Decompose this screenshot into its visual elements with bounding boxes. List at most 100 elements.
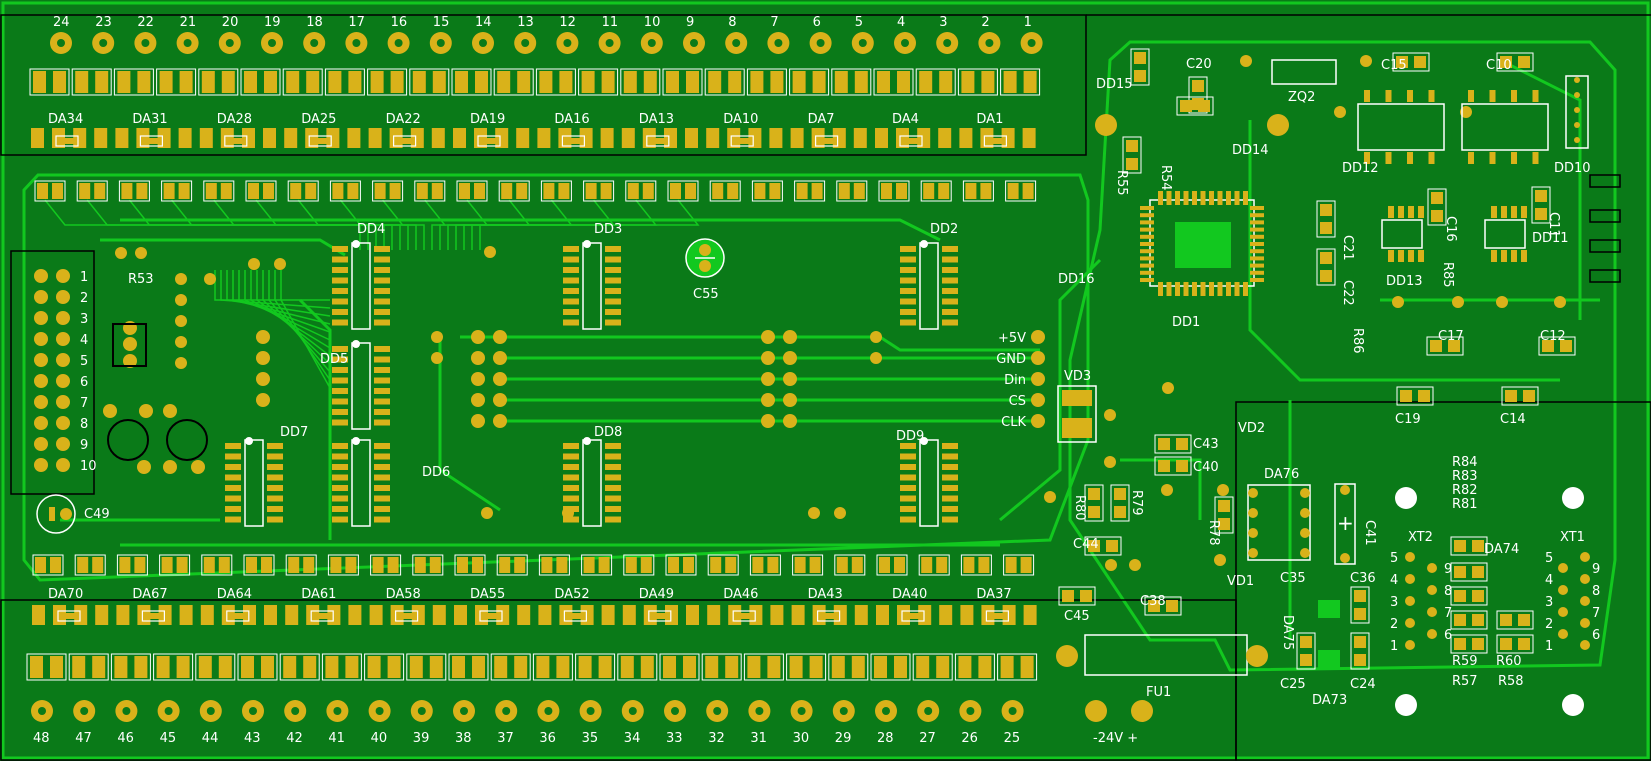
ic-pad xyxy=(1385,90,1392,102)
smd-pad xyxy=(1088,506,1100,518)
smd-pad xyxy=(1106,540,1118,552)
top-da-label: DA4 xyxy=(892,112,919,127)
resistor-outline xyxy=(659,653,700,681)
chip-pad xyxy=(563,277,579,284)
top-pin-number: 20 xyxy=(222,15,239,30)
resistor-pad xyxy=(158,605,172,625)
smd-pad xyxy=(1454,614,1466,626)
resistor-pad xyxy=(303,656,317,678)
resistor-pad xyxy=(663,656,676,678)
mid-resistor-pad xyxy=(263,183,274,199)
pin-hole xyxy=(713,707,722,715)
resistor-pad xyxy=(200,605,214,625)
dip-chips xyxy=(225,240,958,527)
mid-resistor-outline xyxy=(623,554,655,576)
chip-pad xyxy=(374,288,390,294)
mid-resistor-pad xyxy=(879,557,890,573)
ref-label-r80: R80 xyxy=(1072,495,1087,521)
resistor-pad xyxy=(536,656,550,678)
resistor-pad xyxy=(242,128,255,148)
mid-resistor-pad xyxy=(372,557,384,573)
resistor-outline xyxy=(831,68,872,96)
bottom-pin-number: 40 xyxy=(371,731,388,746)
connector-pin-number: 8 xyxy=(80,417,88,432)
chip-pad xyxy=(332,298,348,305)
chip-label: DD4 xyxy=(357,222,385,237)
dd1-pin xyxy=(1140,206,1154,210)
xt2-pin xyxy=(1427,585,1437,595)
smd-pad xyxy=(1300,636,1312,648)
ic-pad xyxy=(1408,250,1414,262)
mid-resistor-outline xyxy=(34,180,66,202)
resistor-outline xyxy=(279,653,320,681)
xt1-pin-number: 9 xyxy=(1592,562,1600,577)
resistor-outline xyxy=(367,68,408,96)
resistor-pad xyxy=(666,71,679,93)
bottom-da-label: DA37 xyxy=(976,587,1011,602)
resistor-pad xyxy=(894,656,907,678)
resistor-outline xyxy=(364,653,405,681)
da-pad xyxy=(230,613,245,619)
ref-label-da74: DA74 xyxy=(1484,542,1519,557)
dip-chip xyxy=(332,240,390,330)
ref-label-c43: C43 xyxy=(1193,437,1219,452)
resistor-pad xyxy=(539,71,553,93)
mid-resistor-pad xyxy=(374,183,386,199)
ic-pad xyxy=(1491,206,1497,218)
mid-resistor-pad xyxy=(853,183,865,199)
resistor-pad xyxy=(74,605,88,625)
smd-pad xyxy=(1454,540,1466,552)
da-package xyxy=(814,135,839,147)
top-da-label: DA10 xyxy=(723,112,758,127)
ref-label-r60: R60 xyxy=(1496,654,1522,669)
resistor-pad xyxy=(53,605,66,625)
mid-resistor-pad xyxy=(429,557,441,573)
smd-outline xyxy=(1350,586,1370,624)
resistor-pad xyxy=(854,605,868,625)
smd-outline xyxy=(1154,456,1192,476)
dd10-pin xyxy=(1574,77,1580,83)
chip-pad xyxy=(332,409,348,415)
chip-pad xyxy=(942,495,958,502)
chip-pad xyxy=(605,309,621,315)
pin-hole xyxy=(436,39,445,47)
smd-pad xyxy=(1126,140,1138,152)
chip-pad xyxy=(332,346,348,352)
ic-pad xyxy=(1418,206,1424,218)
ref-label-c45: C45 xyxy=(1064,609,1090,624)
ic-pad xyxy=(1489,90,1496,102)
smd-outline xyxy=(1154,434,1192,454)
smd-outline xyxy=(1296,632,1316,670)
dd1-pin xyxy=(1158,282,1163,296)
smd-outline xyxy=(1531,186,1551,224)
smd-pad xyxy=(1354,654,1366,666)
top-pin-number: 12 xyxy=(559,15,576,30)
dd1-pin xyxy=(1209,282,1214,296)
resistor-outline xyxy=(578,68,619,96)
mid-resistor-outline xyxy=(76,180,108,202)
chip-pad xyxy=(332,377,348,384)
mid-resistor-outline xyxy=(161,180,193,202)
resistor-pad xyxy=(264,71,277,93)
ic-pad xyxy=(1532,152,1539,164)
resistor-pad xyxy=(578,656,592,678)
chip-pad xyxy=(563,485,579,491)
smd-pad xyxy=(1114,488,1126,500)
chip-pad xyxy=(225,453,241,460)
da-pad xyxy=(821,613,836,619)
resistor-pad xyxy=(917,128,931,148)
resistor-pad xyxy=(559,71,573,93)
bottom-da-label: DA67 xyxy=(132,587,167,602)
resistor-pad xyxy=(769,128,783,148)
resistor-pad xyxy=(938,128,952,148)
da-package xyxy=(55,135,79,147)
resistor-pad xyxy=(261,656,274,678)
chip-pad xyxy=(942,443,958,449)
chip-pad xyxy=(605,464,621,470)
bottom-driver-row xyxy=(57,610,1010,622)
ref-label-r54: R54 xyxy=(1158,165,1173,191)
resistor-pad xyxy=(370,71,384,93)
pin-hole xyxy=(966,707,975,715)
top-pin-number: 10 xyxy=(644,15,661,30)
pin-hole xyxy=(122,707,131,715)
